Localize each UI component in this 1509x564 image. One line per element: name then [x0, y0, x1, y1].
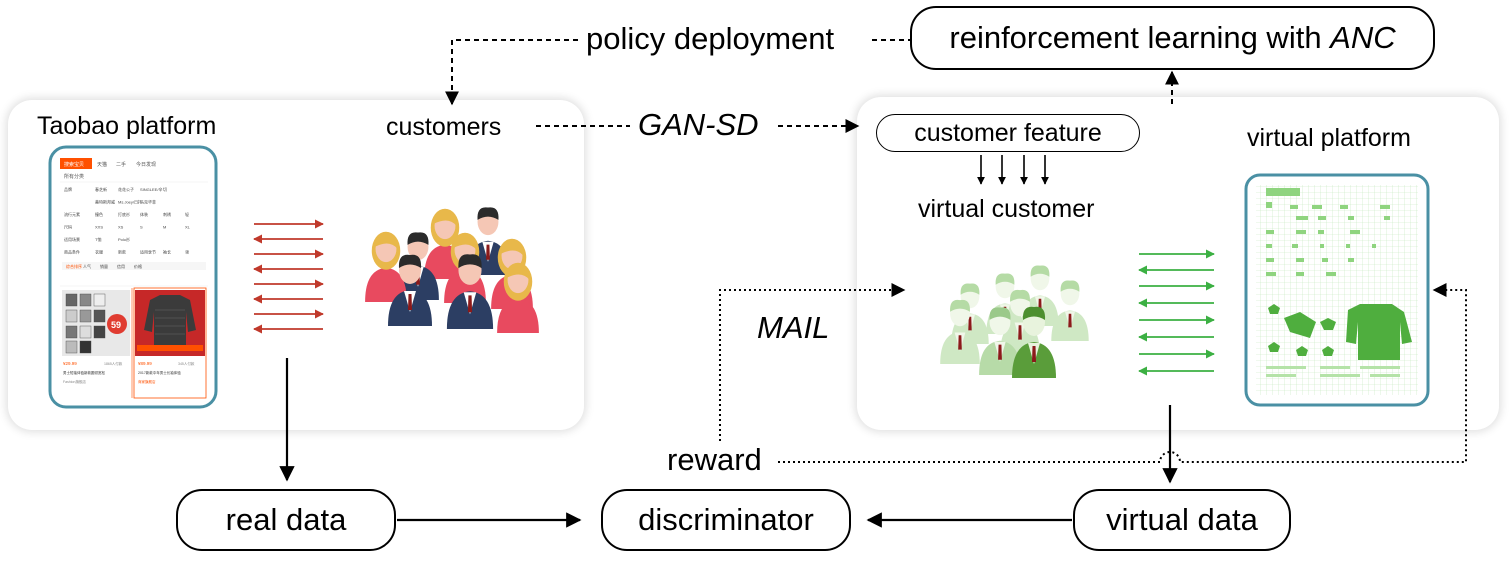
phone-filter-2-4: 刺绣 — [163, 211, 171, 217]
phone-filter-5-0: 商品条件 — [64, 249, 80, 255]
phone-filter-4-2: Polo衫 — [118, 236, 130, 242]
price-badge-text: 59 — [111, 320, 121, 330]
phone-filter-4-0: 适用场景 — [64, 236, 80, 242]
item-0-title: 男士短袖体恤新款圆领宽松 — [63, 370, 105, 375]
virtual-data-box: virtual data — [1073, 489, 1291, 551]
item-0-shop: Fashion旗舰店 — [63, 379, 86, 384]
phone-subtitle: 所有分类 — [64, 173, 84, 180]
male-person-icon — [446, 254, 494, 329]
male-person-icon — [940, 299, 980, 364]
item-1-price: ¥89.99 — [138, 361, 152, 366]
phone-filter-3-5: XL — [185, 225, 191, 230]
discriminator-box: discriminator — [601, 489, 851, 551]
red-interaction-arrows — [253, 219, 324, 334]
item-0-price: ¥29.99 — [63, 361, 77, 366]
phone-filter-1-2: Ms.Joey/日托 — [118, 199, 142, 205]
phone-sort-item-0: 综合排序 — [66, 263, 82, 269]
real-data-text: real data — [225, 502, 347, 537]
policy-deployment-label: policy deployment — [586, 21, 835, 56]
phone-sort-item-2: 销量 — [100, 263, 108, 269]
phone-filter-2-1: 撞色 — [95, 211, 103, 217]
item-1-sales: 345人付款 — [178, 361, 195, 366]
customer-feature-box: customer feature — [876, 114, 1140, 152]
phone-filter-2-2: 打底衫 — [118, 211, 130, 217]
phone-tab-2: 二手 — [116, 161, 126, 168]
phone-sort-item-1: 人气 — [83, 263, 91, 269]
phone-filter-5-3: 适用季节 — [140, 249, 156, 255]
mail-arrow — [719, 283, 906, 446]
phone-filter-1-3: 马克华菲 — [140, 199, 156, 205]
phone-filter-1-1: 美特斯邦威 — [95, 199, 115, 205]
phone-filter-5-1: 衣服 — [95, 249, 103, 255]
customers-icon — [365, 207, 539, 333]
phone-filter-2-5: 轻 — [185, 211, 189, 217]
item-1-title: 2017新款中年男士长袖体恤 — [138, 370, 181, 375]
phone-filter-5-2: 新款 — [118, 249, 126, 255]
male-person-icon — [1051, 280, 1089, 341]
phone-filter-2-0: 流行元素 — [64, 211, 80, 217]
policy-deployment-arrow — [445, 39, 910, 106]
phone-tab-1: 天猫 — [97, 161, 107, 168]
taobao-platform-label: Taobao platform — [37, 112, 217, 140]
virtual-customer-label: virtual customer — [918, 195, 1095, 223]
customer-feature-text: customer feature — [914, 118, 1102, 147]
phone-tab-3: 今日发现 — [136, 161, 156, 168]
feature-arrows — [977, 155, 1049, 185]
item-0-sales: 1865人付款 — [104, 361, 123, 366]
gan-sd-label: GAN-SD — [638, 107, 759, 142]
phone-sort-bar: 综合排序人气 销量 信用 价格 — [66, 263, 142, 269]
phone-filter-3-3: S — [140, 225, 143, 230]
female-person-icon — [497, 262, 539, 333]
phone-filter-5-4: 袖长 — [163, 249, 171, 255]
phone-filter-3-2: XS — [118, 225, 124, 230]
item-1-shop: 商家旗舰店 — [138, 379, 156, 384]
phone-filter-0-0: 品牌 — [64, 186, 72, 192]
male-person-icon — [388, 254, 432, 326]
rl-box-anc: ANC — [1330, 20, 1396, 55]
female-person-icon — [365, 231, 407, 302]
phone-sort-item-4: 价格 — [134, 263, 142, 269]
rl-box-text: reinforcement learning with — [949, 20, 1331, 55]
phone-filter-3-1: XXS — [95, 225, 103, 230]
phone-filter-3-4: M — [163, 225, 166, 230]
reward-label: reward — [667, 442, 762, 478]
phone-filter-4-1: T恤 — [95, 236, 101, 242]
green-interaction-arrows — [1138, 249, 1215, 376]
phone-filter-0-2: 花花公子 — [118, 186, 134, 192]
female-person-icon — [424, 208, 466, 279]
rl-anc-box: reinforcement learning with ANC — [910, 6, 1435, 70]
reward-arrow — [778, 283, 1467, 463]
real-data-box: real data — [176, 489, 396, 551]
phone-filter-0-4: 切 — [163, 186, 167, 192]
virtual-platform-label: virtual platform — [1247, 124, 1411, 152]
phone-filter-0-1: 春芝新 — [95, 186, 107, 192]
phone-filter-2-3: 体装 — [140, 211, 148, 217]
price-badge-icon — [107, 314, 127, 334]
taobao-phone: 搜索宝贝 天猫 二手 今日发现 所有分类 品牌 春芝新 花花公子 SINGLEE/辛切… — [48, 145, 218, 409]
customers-label: customers — [386, 113, 502, 141]
discriminator-text: discriminator — [638, 502, 814, 537]
male-person-icon — [1012, 306, 1056, 378]
phone-filter-0-3: SINGLEE/辛 — [140, 186, 162, 192]
phone-tab-0: 搜索宝贝 — [64, 161, 84, 168]
virtual-platform-phone — [1244, 173, 1430, 407]
phone-filter-5-5: 领 — [185, 249, 189, 255]
virtual-customers-icon — [940, 265, 1089, 378]
male-person-icon — [979, 307, 1021, 375]
virtual-data-text: virtual data — [1106, 502, 1258, 537]
phone-filter-3-0: 尺码 — [64, 224, 72, 230]
mail-label: MAIL — [757, 310, 830, 345]
phone-sort-item-3: 信用 — [117, 263, 125, 269]
